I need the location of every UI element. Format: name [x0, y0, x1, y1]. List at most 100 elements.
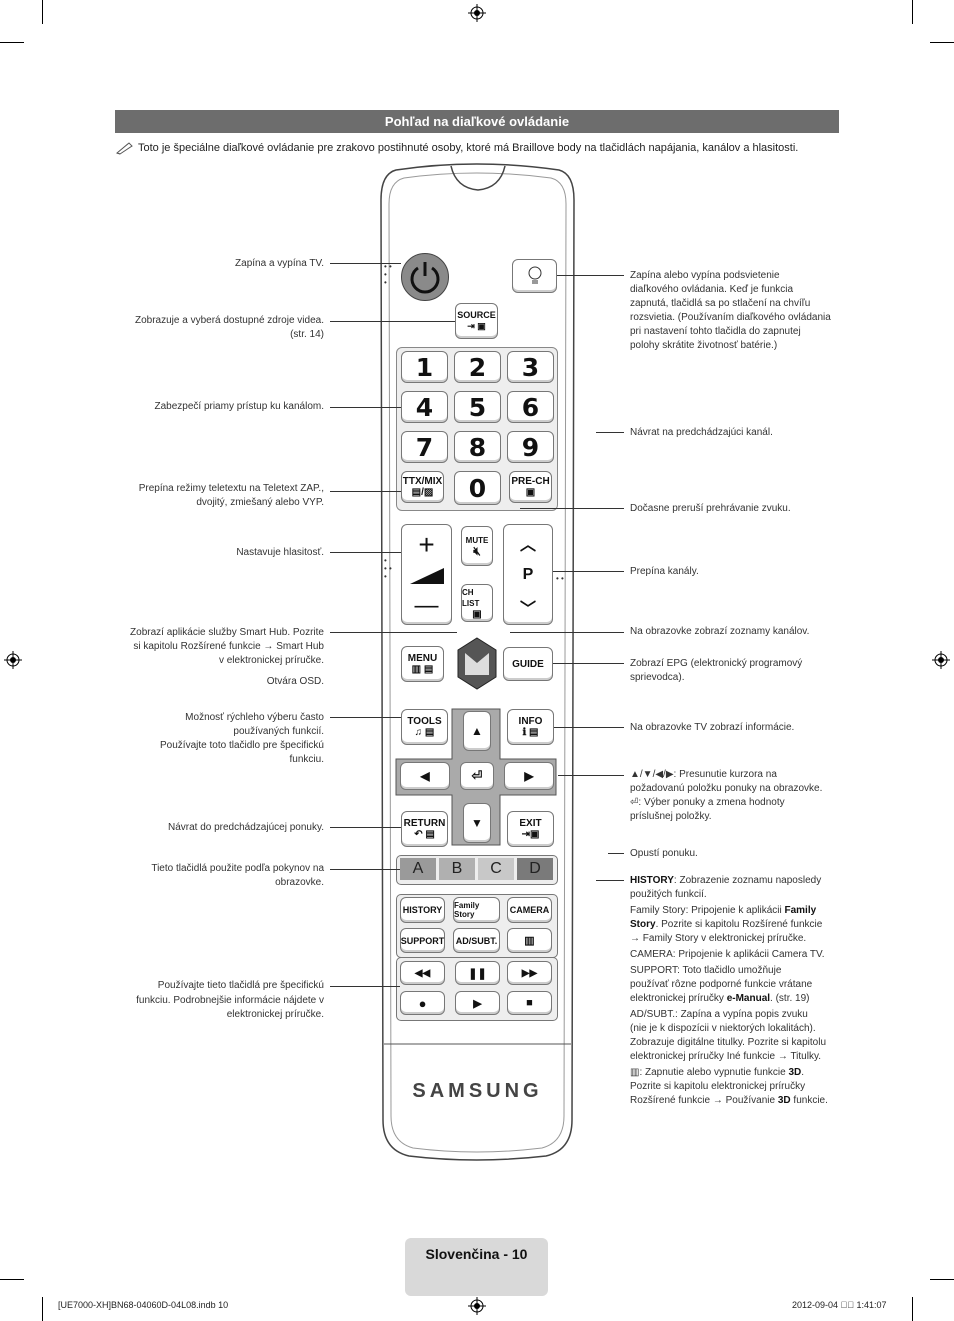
- label-exit: Opustí ponuku.: [630, 848, 698, 859]
- 3d-icon: ▥: [630, 1067, 640, 1078]
- label-media-3: elektronickej príručke.: [226, 1009, 324, 1020]
- 3d-bold-1: 3D: [788, 1067, 802, 1078]
- guide-button[interactable]: GUIDE: [503, 647, 553, 681]
- digit-5-button[interactable]: 5: [454, 391, 501, 423]
- leader-line: [554, 727, 624, 728]
- source-button[interactable]: SOURCE ⇥ ▣: [455, 303, 498, 339]
- crop-mark: [0, 42, 24, 43]
- record-button[interactable]: ●: [400, 991, 445, 1015]
- print-timestamp: 2012-09-04 ￿￿ 1:41:07: [792, 1300, 887, 1310]
- rewind-button[interactable]: ◀◀: [400, 961, 445, 985]
- channel-rocker[interactable]: ︿ P ﹀: [503, 524, 553, 625]
- camera-key: CAMERA: [630, 949, 673, 960]
- digit-9-button[interactable]: 9: [507, 431, 554, 463]
- button-a[interactable]: A: [400, 858, 436, 880]
- 3d-text-1c: .: [801, 1067, 805, 1078]
- fast-forward-button[interactable]: ▶▶: [507, 961, 552, 985]
- nav-right-button[interactable]: ▶: [504, 762, 554, 790]
- button-d[interactable]: D: [517, 858, 553, 880]
- digit-2-button[interactable]: 2: [454, 351, 501, 383]
- light-button[interactable]: [512, 259, 557, 293]
- brand-logo: SAMSUNG: [412, 1080, 543, 1102]
- return-label: RETURN: [403, 818, 446, 829]
- leader-line: [553, 571, 624, 572]
- arrow-left-icon: ◀: [420, 769, 430, 783]
- info-button[interactable]: INFO ℹ ▤: [507, 709, 554, 745]
- crop-mark: [42, 0, 43, 24]
- volume-rocker[interactable]: + —: [401, 524, 452, 625]
- tools-label: TOOLS: [407, 716, 442, 727]
- crop-mark: [930, 42, 954, 43]
- label-guide: Zobrazí EPG (elektronický programový spr…: [630, 657, 854, 685]
- pause-button[interactable]: ❚❚: [455, 961, 500, 985]
- return-icon: ↶ ▤: [414, 829, 435, 840]
- support-button[interactable]: SUPPORT: [400, 928, 445, 953]
- adsubt-text-1: : Zapína a vypína popis zvuku: [675, 1009, 808, 1020]
- ttx-mix-button[interactable]: TTX/MIX ▤/▨: [401, 471, 444, 503]
- label-nav-4: príslušnej položky.: [630, 811, 712, 822]
- smart-hub-button[interactable]: [457, 637, 497, 690]
- support-emanual: e-Manual: [726, 993, 771, 1004]
- label-abcd-1: Tieto tlačidlá použite podľa pokynov na: [151, 863, 324, 874]
- leader-line: [596, 432, 624, 433]
- label-ttx-1: Prepína režimy teletextu na Teletext ZAP…: [138, 483, 324, 494]
- tools-button[interactable]: TOOLS ♫ ▤: [401, 709, 448, 745]
- stop-button[interactable]: ■: [507, 991, 552, 1015]
- crop-mark: [912, 1297, 913, 1321]
- ch-list-button[interactable]: CH LIST ▣: [461, 584, 493, 622]
- channel-up-icon: ︿: [519, 536, 536, 554]
- leader-line: [330, 263, 401, 264]
- digit-3-button[interactable]: 3: [507, 351, 554, 383]
- registration-mark-icon: [932, 651, 950, 669]
- ch-list-label: CH LIST: [462, 587, 480, 608]
- braille-dots: • •: [556, 574, 564, 583]
- power-icon: [410, 262, 440, 294]
- leader-line: [596, 880, 624, 881]
- button-b[interactable]: B: [439, 858, 475, 880]
- leader-line: [520, 508, 624, 509]
- channel-p-label: P: [522, 565, 534, 583]
- menu-icon: ▥ ▤: [411, 664, 434, 675]
- digit-4-button[interactable]: 4: [401, 391, 448, 423]
- digit-6-button[interactable]: 6: [507, 391, 554, 423]
- camera-button[interactable]: CAMERA: [507, 897, 552, 923]
- return-button[interactable]: RETURN ↶ ▤: [401, 811, 448, 847]
- history-button[interactable]: HISTORY: [400, 897, 445, 923]
- mute-button[interactable]: MUTE 🔇︎: [461, 526, 493, 566]
- menu-button[interactable]: MENU ▥ ▤: [401, 646, 444, 682]
- exit-button[interactable]: EXIT ⇥▣: [507, 811, 554, 847]
- digit-7-button[interactable]: 7: [401, 431, 448, 463]
- button-c[interactable]: C: [478, 858, 514, 880]
- history-text: : Zobrazenie zoznamu naposledy: [673, 875, 822, 886]
- digit-1-button[interactable]: 1: [401, 351, 448, 383]
- family-story-button[interactable]: Family Story: [453, 897, 500, 923]
- label-light-1: Zapína alebo vypína podsvietenie: [630, 270, 780, 281]
- label-nav-3: : Výber ponuky a zmena hodnoty: [638, 797, 785, 808]
- 3d-button[interactable]: ▥: [507, 928, 552, 953]
- camera-text: : Pripojenie k aplikácii Camera TV.: [672, 949, 825, 960]
- exit-label: EXIT: [519, 818, 542, 829]
- digit-0-button[interactable]: 0: [454, 471, 501, 505]
- nav-down-button[interactable]: ▼: [463, 803, 491, 843]
- label-info: Na obrazovke TV zobrazí informácie.: [630, 722, 795, 733]
- power-button[interactable]: [401, 253, 449, 301]
- label-camera: CAMERA: Pripojenie k aplikácii Camera TV…: [630, 948, 854, 962]
- play-button[interactable]: ▶: [455, 991, 500, 1015]
- nav-left-button[interactable]: ◀: [400, 762, 450, 790]
- pre-ch-button[interactable]: PRE-CH ▣: [509, 471, 552, 503]
- ad-subt-button[interactable]: AD/SUBT.: [453, 928, 500, 953]
- note-text: Toto je špeciálne diaľkové ovládanie pre…: [138, 142, 799, 154]
- digit-8-button[interactable]: 8: [454, 431, 501, 463]
- label-volume: Nastavuje hlasitosť.: [236, 547, 324, 558]
- support-text-3a: elektronickej príručky: [630, 993, 727, 1004]
- label-family-1: Family Story: Pripojenie k aplikácii Fam…: [630, 904, 854, 918]
- label-tools-4: funkciu.: [289, 754, 324, 765]
- nav-up-button[interactable]: ▲: [463, 711, 491, 751]
- enter-button[interactable]: ⏎: [460, 762, 494, 790]
- page-tab: [405, 1238, 548, 1296]
- play-icon: ▶: [473, 997, 482, 1010]
- rewind-icon: ◀◀: [414, 967, 431, 979]
- family-bold-2: Story: [630, 919, 656, 930]
- label-light-6: polohy skrátite životnosť batérie.): [630, 340, 778, 351]
- pre-ch-label: PRE-CH: [511, 476, 550, 487]
